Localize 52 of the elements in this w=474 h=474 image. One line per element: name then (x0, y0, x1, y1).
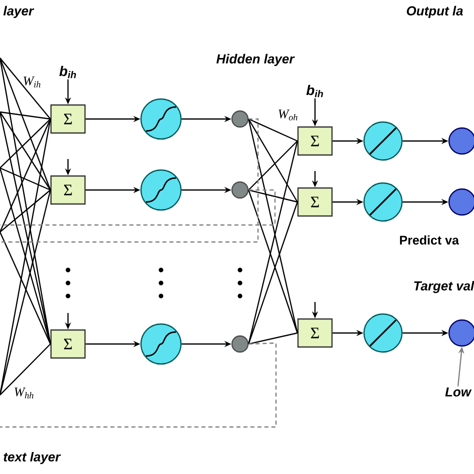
sigmoid-circle (140, 323, 182, 365)
sum-box: Σ (297, 187, 333, 217)
input-line (0, 118, 51, 232)
connection-line (248, 189, 298, 203)
sum-box: Σ (297, 318, 333, 348)
input-line (0, 190, 51, 396)
bias-label: b$_{ih}$ (306, 84, 323, 98)
input-line (0, 58, 51, 190)
input-line (0, 167, 51, 191)
input-line (0, 112, 51, 190)
weight-label: W$_{hh}$ (14, 388, 34, 398)
input-line (0, 111, 50, 120)
output-neuron (448, 319, 474, 347)
neuron-dot (231, 181, 249, 199)
layer-title: text layer (4, 452, 61, 464)
sum-box: Σ (50, 104, 86, 134)
output-neuron (448, 188, 474, 216)
connection-line (248, 118, 298, 142)
sigmoid-circle (140, 98, 182, 140)
layer-title: Output la (406, 6, 463, 18)
connection-line (248, 332, 298, 345)
connection-line (248, 140, 298, 190)
note-text: Low (445, 387, 472, 397)
sum-box: Σ (50, 175, 86, 205)
input-line (0, 112, 51, 344)
input-line (0, 190, 51, 232)
layer-title: Target val (414, 280, 474, 294)
sum-box: Σ (50, 329, 86, 359)
linear-circle (363, 121, 403, 161)
sigmoid-circle (140, 169, 182, 211)
connection-line (248, 118, 298, 202)
sum-box: Σ (297, 126, 333, 156)
input-line (0, 232, 51, 344)
output-caption: Predict va (400, 235, 460, 245)
neuron-dot (231, 110, 249, 128)
feedback-line (0, 189, 276, 226)
layer-title: Hidden layer (216, 54, 295, 66)
feedback-line (0, 118, 259, 243)
neuron-dot (231, 335, 249, 353)
input-line (0, 168, 51, 344)
output-neuron (448, 127, 474, 155)
input-line (0, 118, 51, 168)
bias-label: b$_{ih}$ (59, 66, 76, 78)
input-line (0, 58, 51, 344)
linear-circle (363, 313, 403, 353)
input-line (0, 58, 51, 120)
layer-title: layer (3, 6, 34, 18)
feedback-line (0, 342, 277, 428)
linear-circle (363, 182, 403, 222)
weight-label: W$_{oh}$ (278, 110, 298, 120)
weight-label: W$_{ih}$ (24, 76, 40, 88)
input-line (0, 344, 51, 396)
